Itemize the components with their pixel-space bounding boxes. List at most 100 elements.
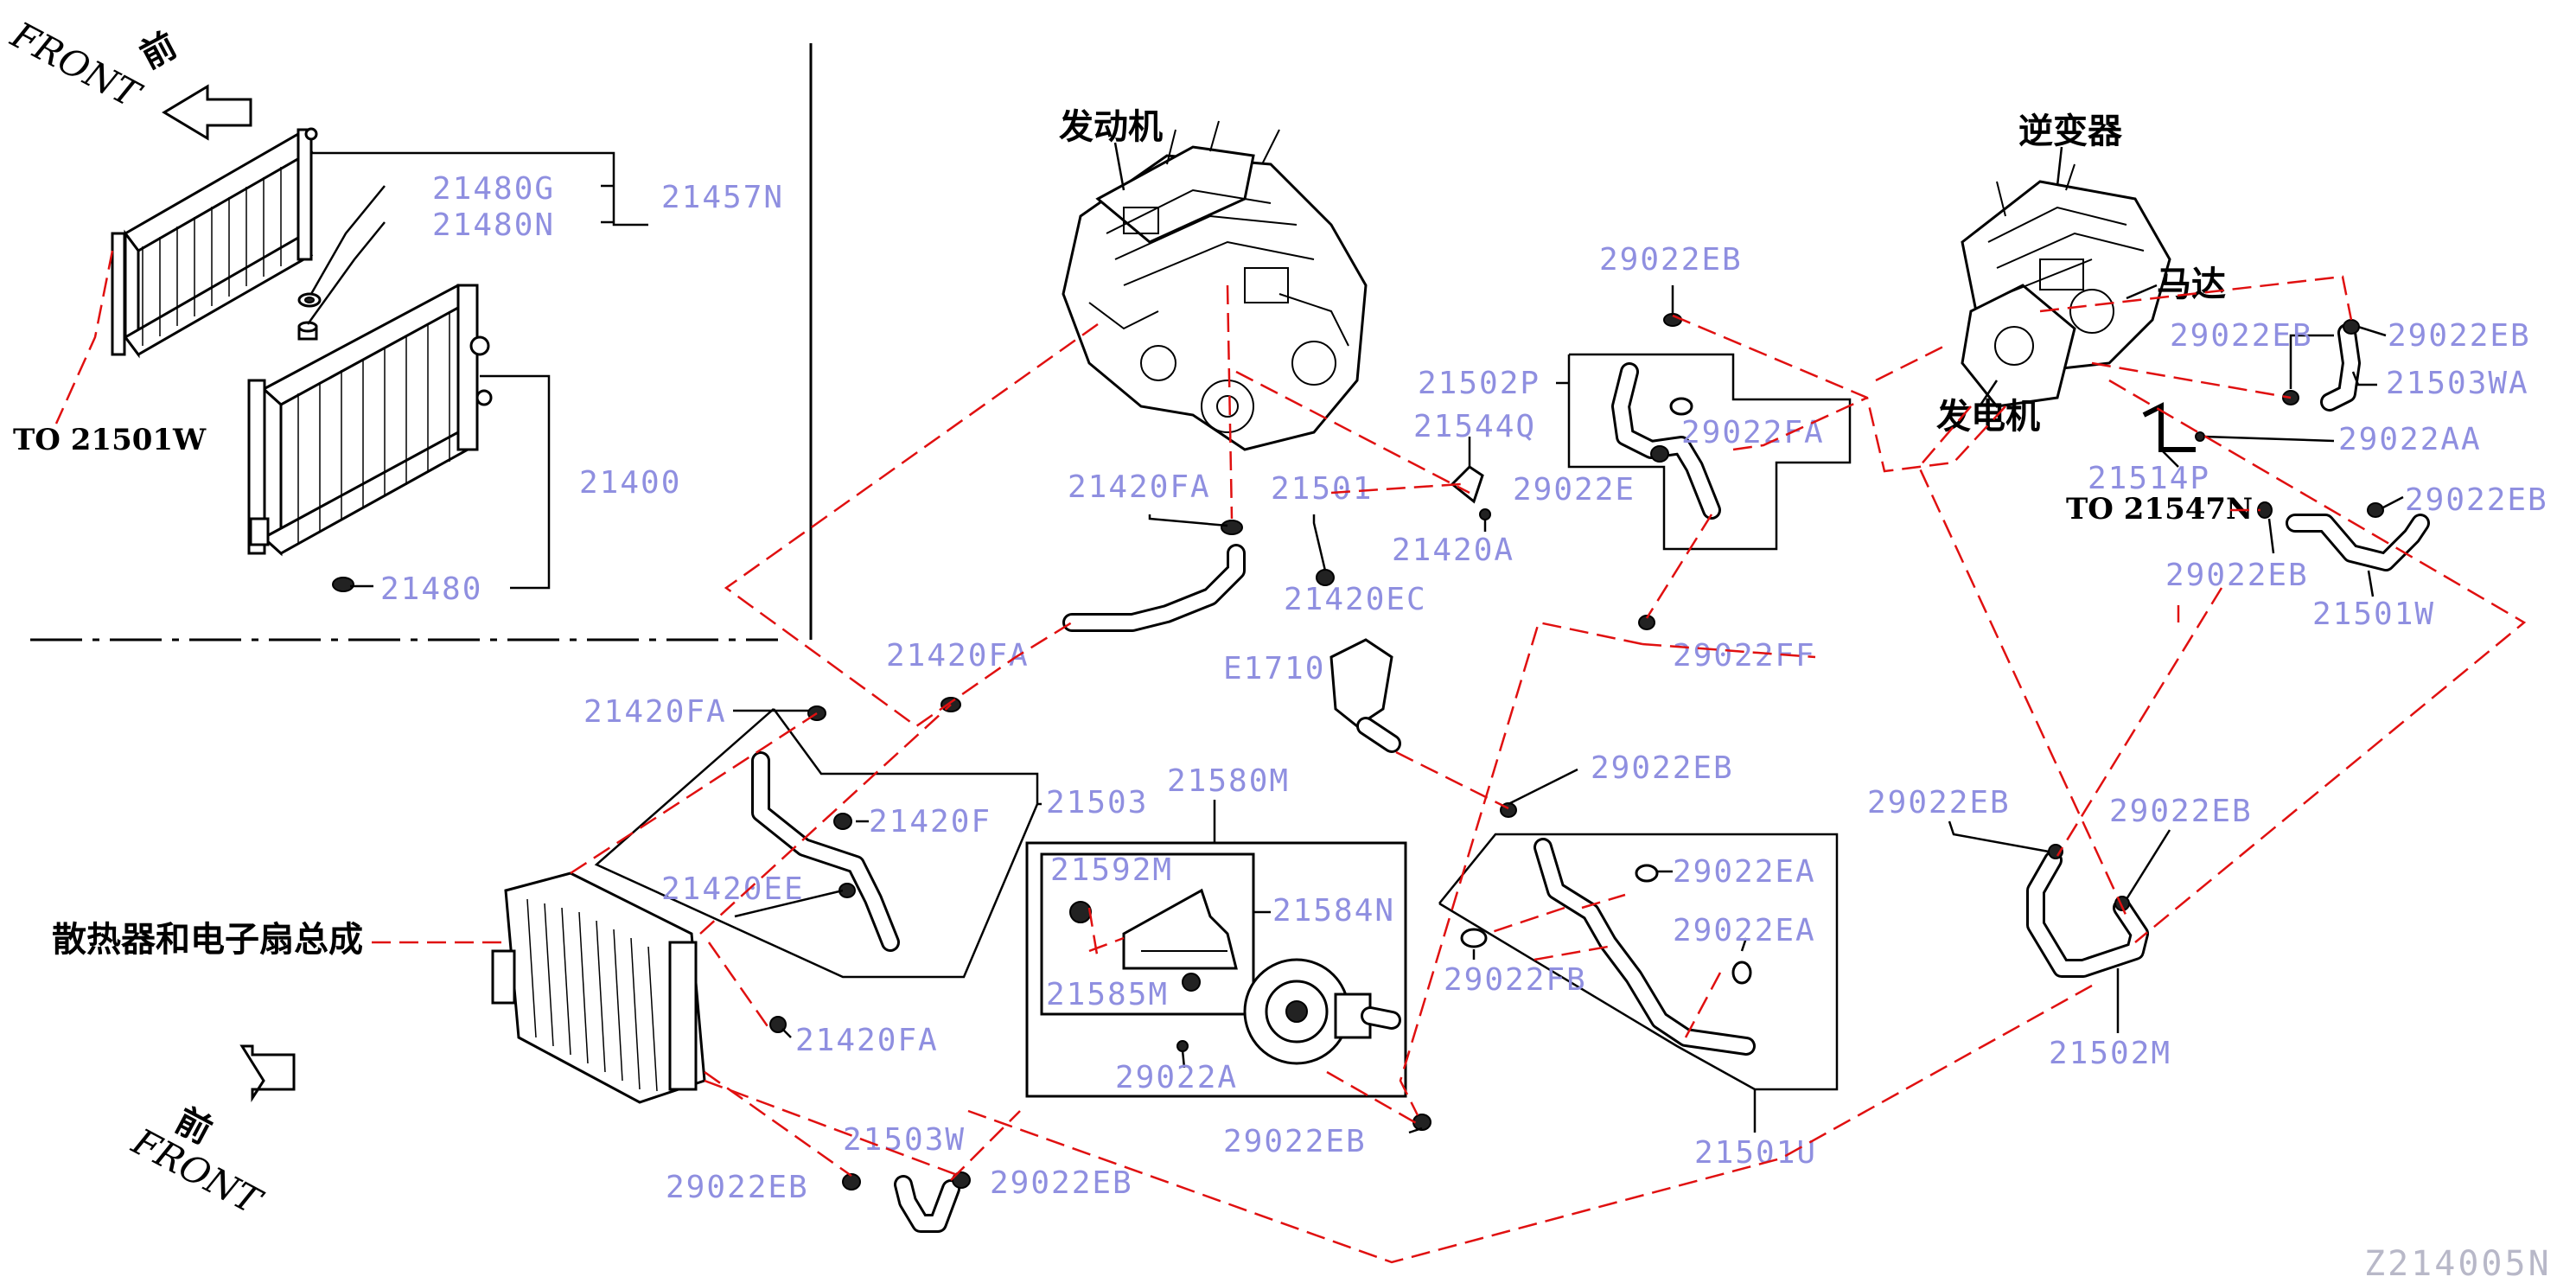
insulator-21592m: [1069, 901, 1092, 923]
engine-block: [1062, 120, 1368, 451]
hose-21502m: [2026, 851, 2149, 978]
hose-21502p: [1611, 362, 1721, 520]
label-21400: 21400: [579, 465, 681, 501]
label-29022ea-2: 29022EA: [1673, 913, 1816, 948]
label-29022fb: 29022FB: [1444, 962, 1587, 998]
clamp-29022fb: [1460, 928, 1488, 948]
diagram-code: Z214005N: [2364, 1244, 2552, 1283]
label-21580m: 21580M: [1167, 763, 1290, 799]
bracket-21544q: [1450, 465, 1484, 504]
label-21502m: 21502M: [2049, 1036, 2171, 1071]
pump-21580m: [1243, 958, 1401, 1065]
label-29022eb-b2: 29022EB: [990, 1165, 1133, 1201]
box-21580m: [1025, 841, 1407, 1098]
hose-21501: [1062, 544, 1246, 632]
label-21420a: 21420A: [1392, 533, 1514, 568]
hose-21503wa: [2320, 323, 2361, 412]
clamp-29022eb-b2: [952, 1171, 971, 1189]
label-21585m: 21585M: [1046, 977, 1169, 1012]
clamp-21420fa-low: [769, 1016, 787, 1033]
label-29022eb-r6: 29022EB: [2109, 794, 2253, 829]
inverter-motor-generator: [1961, 163, 2171, 408]
clamp-29022eb-b3: [1412, 1114, 1431, 1131]
clamp-29022ff: [1638, 615, 1655, 630]
label-21420fa-low: 21420FA: [795, 1023, 939, 1058]
label-29022eb-r1: 29022EB: [2170, 318, 2313, 354]
clamp-29022e: [1650, 445, 1669, 463]
hose-21501w: [2286, 514, 2430, 571]
front-top-cn: 前: [134, 25, 183, 76]
label-21503: 21503: [1046, 785, 1148, 820]
label-21514p: 21514P: [2088, 461, 2210, 496]
clamp-29022fa: [1669, 397, 1693, 416]
clamp-29022eb-b1: [842, 1173, 861, 1190]
label-21502p: 21502P: [1418, 366, 1540, 401]
label-29022eb-r3: 29022EB: [2405, 482, 2548, 518]
label-21420fa-mid: 21420FA: [886, 638, 1030, 673]
label-21501: 21501: [1271, 471, 1373, 507]
label-21480g: 21480G: [432, 171, 555, 207]
label-29022aa: 29022AA: [2338, 422, 2482, 457]
label-21420ec: 21420EC: [1284, 582, 1427, 617]
label-21501u: 21501U: [1694, 1135, 1817, 1171]
bolt-21420a: [1479, 508, 1491, 520]
label-29022eb-c: 29022EB: [1591, 750, 1734, 786]
label-29022eb-r5: 29022EB: [1867, 785, 2011, 820]
label-21584n: 21584N: [1272, 893, 1395, 929]
bolt-29022a: [1176, 1040, 1189, 1052]
label-21480: 21480: [380, 571, 482, 607]
label-29022eb-b1: 29022EB: [666, 1170, 809, 1205]
insulator-21585m: [1182, 973, 1201, 992]
clamp-29022eb-r2: [2343, 319, 2360, 335]
label-21592m: 21592M: [1050, 852, 1173, 888]
clamp-29022eb-r3: [2367, 502, 2384, 518]
label-29022ea-1: 29022EA: [1673, 854, 1816, 890]
plug-21480n: [297, 321, 318, 341]
box-21592m: [1040, 852, 1255, 1016]
label-engine: 发动机: [1059, 107, 1163, 147]
label-radiator-assy: 散热器和电子扇总成: [52, 920, 363, 960]
drain-plug-21480g: [297, 292, 322, 308]
radiator-assy-21400: [247, 284, 493, 557]
clamp-29022ea-1: [1635, 864, 1659, 883]
label-29022eb-r4: 29022EB: [2165, 558, 2309, 593]
label-generator: 发电机: [1936, 397, 2040, 437]
label-21457n: 21457N: [661, 180, 784, 215]
label-21503wa: 21503WA: [2386, 366, 2529, 401]
label-21420ee: 21420EE: [661, 871, 805, 907]
label-to-21547n: TO 21547N: [2066, 492, 2253, 527]
label-29022eb-r2: 29022EB: [2388, 318, 2531, 354]
label-29022eb-b3: 29022EB: [1223, 1124, 1367, 1159]
label-inverter: 逆变器: [2018, 112, 2123, 151]
drain-plug-21480: [332, 577, 354, 592]
radiator-core-21457n: [111, 127, 318, 359]
label-29022a: 29022A: [1115, 1060, 1238, 1095]
label-21480n: 21480N: [432, 207, 555, 243]
label-21710: E1710: [1223, 651, 1325, 686]
front-arrow-top: 前 FRONT: [3, 13, 252, 141]
front-arrow-bottom: 前 FRONT: [124, 1044, 296, 1223]
hose-21503w: [894, 1175, 960, 1233]
bolt-29022aa: [2195, 431, 2205, 442]
label-29022fa: 29022FA: [1681, 415, 1825, 450]
bracket-21584n: [1122, 888, 1238, 970]
label-29022e: 29022E: [1513, 472, 1636, 507]
front-top-en: FRONT: [3, 13, 149, 117]
label-to-21501w: TO 21501W: [13, 423, 207, 457]
hose-21503: [751, 751, 900, 952]
clamp-21420fa-engine: [1221, 520, 1243, 535]
radiator-fan-assy: [491, 871, 706, 1104]
label-21420fa-left: 21420FA: [583, 694, 727, 730]
bracket-21514p: [2142, 402, 2196, 452]
valve-21710: [1329, 638, 1401, 753]
label-29022eb-top: 29022EB: [1599, 242, 1743, 278]
label-21501w: 21501W: [2312, 597, 2435, 632]
label-motor: 马达: [2157, 265, 2226, 304]
label-21420fa-engine: 21420FA: [1068, 469, 1211, 505]
label-21420f: 21420F: [869, 804, 992, 839]
clamp-21420f: [833, 813, 852, 830]
red-connection-lines: [570, 275, 2527, 1264]
hose-21501u: [1533, 838, 1756, 1056]
label-21544q: 21544Q: [1413, 409, 1536, 444]
